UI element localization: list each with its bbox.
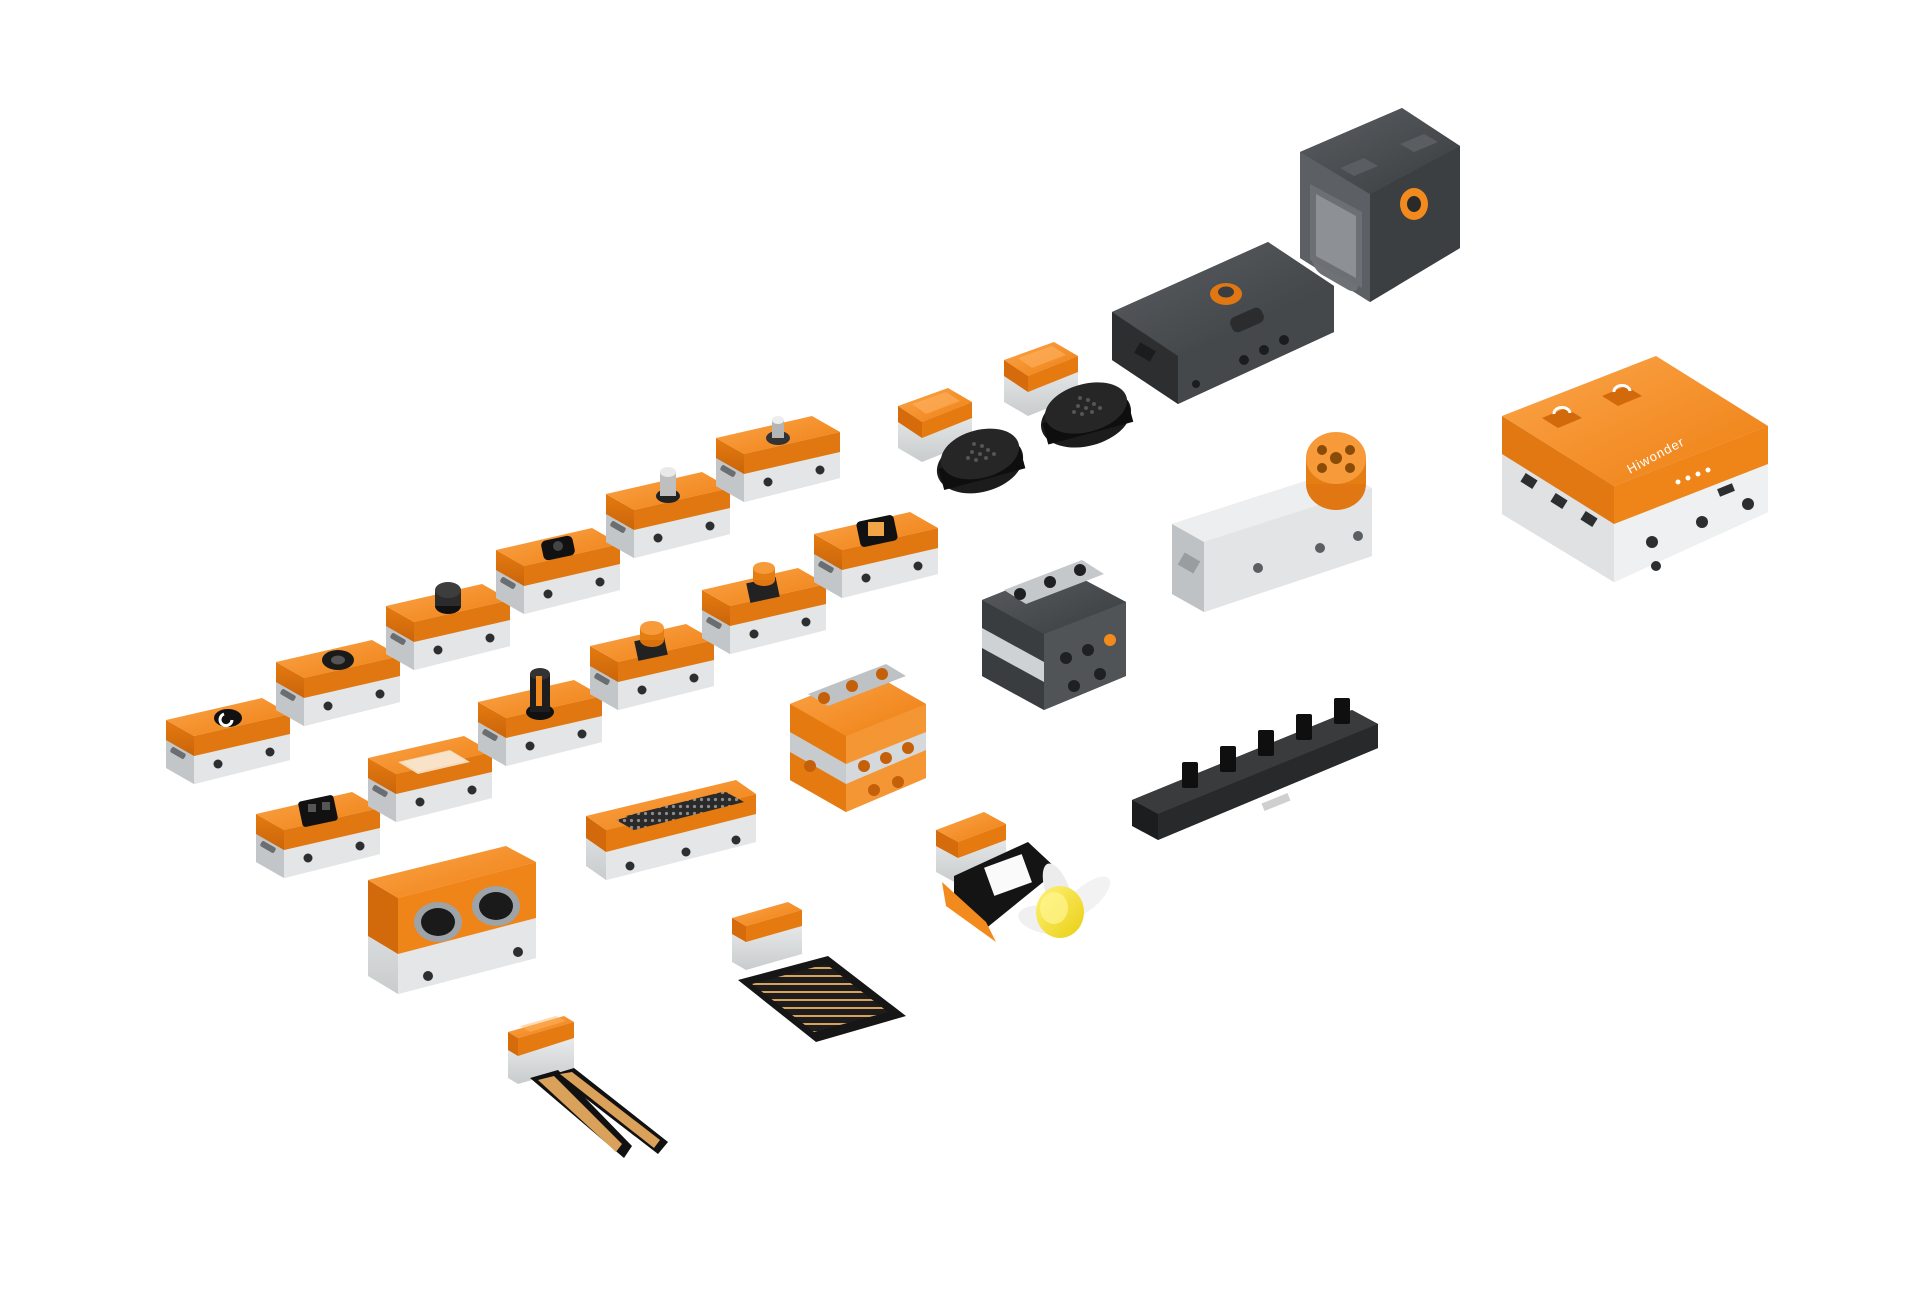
ultrasonic-sensor-module <box>368 846 536 994</box>
touch-sensor-module <box>606 467 730 558</box>
water-level-sensor <box>732 902 906 1042</box>
orange-connector-block <box>790 664 926 812</box>
camera-cube-module <box>1300 108 1460 302</box>
controller-power-button[interactable] <box>1210 283 1242 305</box>
servo-horn-icon <box>1306 432 1366 510</box>
speaker-module-right <box>1004 342 1134 448</box>
ultrasonic-right-eye-icon <box>472 886 520 926</box>
dot-matrix-display-module <box>586 780 756 880</box>
main-controller-box <box>1112 242 1334 404</box>
light-sensor-module <box>166 698 290 784</box>
infrared-sensor-module <box>496 528 620 614</box>
fan-propeller-icon <box>1018 863 1111 938</box>
speaker-grille-icon <box>1072 396 1102 416</box>
potentiometer-module <box>478 668 602 766</box>
line-follower-module <box>256 792 380 878</box>
temperature-humidity-module <box>814 512 938 598</box>
brand-logo-icon-left <box>1542 405 1582 428</box>
key-switch-module <box>702 562 826 654</box>
connector-pins <box>1182 698 1350 788</box>
soil-moisture-sensor <box>508 1016 668 1158</box>
speaker-grille-icon <box>966 442 996 462</box>
hub-connector-strip <box>1132 698 1378 840</box>
usb-port-icon <box>1134 342 1156 362</box>
push-button-module <box>590 621 714 710</box>
status-led-dots <box>1675 467 1711 485</box>
brand-logo-icon-right <box>1602 383 1642 406</box>
sound-sensor-module <box>276 640 400 726</box>
servo-motor-module <box>1172 432 1372 612</box>
water-sensor-traces <box>752 964 888 1032</box>
fan-motor-module <box>936 812 1111 942</box>
ultrasonic-left-eye-icon <box>414 902 462 942</box>
temperature-sensor-module <box>386 582 510 670</box>
button-sensor-module <box>716 416 840 502</box>
speaker-module-left <box>898 388 1026 494</box>
grey-connector-block <box>982 560 1126 710</box>
camera-lens-icon <box>1400 188 1428 220</box>
orange-main-controller: Hiwonder <box>1502 356 1768 582</box>
led-module <box>368 736 492 822</box>
